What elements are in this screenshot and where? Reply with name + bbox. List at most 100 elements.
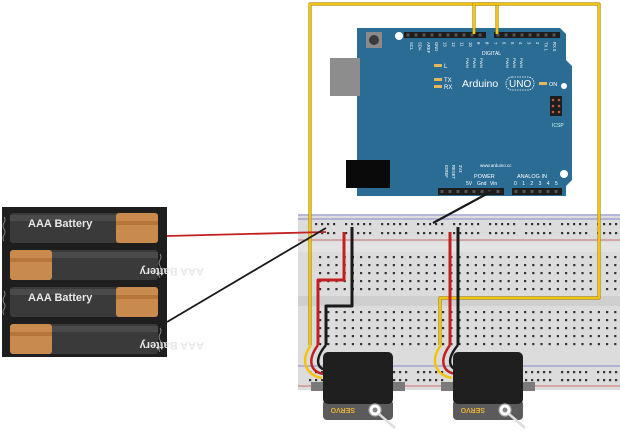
breadboard-hole bbox=[425, 319, 428, 322]
breadboard-hole bbox=[315, 223, 318, 226]
breadboard-hole bbox=[453, 232, 456, 235]
header-pin bbox=[528, 33, 532, 37]
breadboard-hole bbox=[409, 288, 412, 291]
breadboard-hole bbox=[409, 343, 412, 346]
breadboard-hole bbox=[363, 232, 366, 235]
breadboard-hole bbox=[442, 264, 445, 267]
breadboard-hole bbox=[548, 272, 551, 275]
breadboard-hole bbox=[442, 288, 445, 291]
arduino-gnd-wire[interactable] bbox=[432, 189, 495, 224]
breadboard-hole bbox=[343, 288, 346, 291]
breadboard-hole bbox=[409, 311, 412, 314]
breadboard-hole bbox=[466, 280, 469, 283]
breadboard-hole bbox=[615, 223, 618, 226]
mounting-hole bbox=[560, 170, 568, 178]
breadboard-hole bbox=[483, 264, 486, 267]
battery-label: AAA Battery bbox=[139, 339, 204, 351]
breadboard-hole bbox=[417, 272, 420, 275]
icsp-label: ICSP bbox=[552, 123, 564, 129]
breadboard-hole bbox=[565, 272, 568, 275]
top-pin-label: 8 bbox=[485, 42, 490, 45]
header-pin bbox=[552, 33, 556, 37]
breadboard-hole bbox=[614, 280, 617, 283]
breadboard-hole bbox=[465, 223, 468, 226]
top-pin-label: TX 1 bbox=[543, 42, 548, 52]
breadboard-hole bbox=[417, 288, 420, 291]
battery-positive-wire[interactable] bbox=[166, 231, 327, 237]
breadboard-hole bbox=[565, 343, 568, 346]
breadboard-hole bbox=[435, 379, 438, 382]
breadboard-hole bbox=[501, 223, 504, 226]
breadboard-hole bbox=[549, 371, 552, 374]
breadboard-hole bbox=[581, 319, 584, 322]
breadboard-hole bbox=[609, 379, 612, 382]
breadboard-hole bbox=[423, 223, 426, 226]
breadboard-hole bbox=[548, 319, 551, 322]
breadboard-hole bbox=[603, 379, 606, 382]
battery-spring bbox=[2, 290, 6, 316]
breadboard-hole bbox=[581, 280, 584, 283]
servo1-ground-wire[interactable] bbox=[324, 227, 354, 345]
breadboard-hole bbox=[540, 280, 543, 283]
breadboard-hole bbox=[399, 223, 402, 226]
breadboard-hole bbox=[573, 223, 576, 226]
breadboard-hole bbox=[384, 272, 387, 275]
breadboard-hole bbox=[363, 223, 366, 226]
breadboard-hole bbox=[606, 335, 609, 338]
breadboard-hole bbox=[532, 256, 535, 259]
breadboard-hole bbox=[425, 327, 428, 330]
power-pin-label: RESET bbox=[451, 165, 456, 179]
breadboard-hole bbox=[384, 319, 387, 322]
signal-wire-servo1[interactable] bbox=[309, 3, 498, 345]
breadboard-hole bbox=[319, 319, 322, 322]
breadboard-hole bbox=[442, 272, 445, 275]
breadboard-hole bbox=[429, 223, 432, 226]
breadboard-hole bbox=[548, 264, 551, 267]
breadboard-hole bbox=[614, 272, 617, 275]
breadboard-hole bbox=[327, 343, 330, 346]
signal-wire-servo2[interactable] bbox=[439, 3, 600, 345]
header-pin bbox=[422, 33, 426, 37]
battery-terminal-copper bbox=[116, 213, 158, 243]
breadboard-hole bbox=[465, 232, 468, 235]
breadboard-hole bbox=[369, 232, 372, 235]
breadboard-hole bbox=[474, 343, 477, 346]
breadboard-hole bbox=[565, 327, 568, 330]
breadboard-hole bbox=[459, 223, 462, 226]
breadboard-hole bbox=[441, 371, 444, 374]
breadboard-hole bbox=[435, 232, 438, 235]
breadboard-hole bbox=[319, 264, 322, 267]
breadboard-hole bbox=[368, 280, 371, 283]
breadboard-hole bbox=[433, 319, 436, 322]
breadboard-hole bbox=[433, 343, 436, 346]
breadboard-hole bbox=[384, 311, 387, 314]
breadboard-hole bbox=[556, 280, 559, 283]
breadboard-hole bbox=[614, 311, 617, 314]
header-pin bbox=[446, 33, 450, 37]
breadboard-hole bbox=[540, 256, 543, 259]
breadboard-hole bbox=[393, 223, 396, 226]
breadboard-hole bbox=[567, 232, 570, 235]
breadboard-hole bbox=[491, 264, 494, 267]
breadboard-hole bbox=[606, 264, 609, 267]
breadboard-hole bbox=[603, 371, 606, 374]
breadboard-hole bbox=[417, 223, 420, 226]
header-pin bbox=[462, 33, 466, 37]
header-pin bbox=[480, 190, 484, 193]
breadboard-hole bbox=[425, 288, 428, 291]
breadboard-hole bbox=[319, 288, 322, 291]
top-pin-label: 12 bbox=[451, 42, 456, 47]
header-pin bbox=[496, 190, 500, 193]
header-pin bbox=[414, 33, 418, 37]
servo1-power-wire[interactable] bbox=[316, 232, 346, 345]
breadboard-hole bbox=[513, 232, 516, 235]
breadboard-hole bbox=[417, 379, 420, 382]
breadboard-hole bbox=[483, 288, 486, 291]
breadboard-hole bbox=[525, 379, 528, 382]
breadboard-hole bbox=[525, 232, 528, 235]
breadboard-hole bbox=[491, 256, 494, 259]
breadboard-hole bbox=[417, 335, 420, 338]
breadboard-hole bbox=[319, 311, 322, 314]
battery-negative-wire[interactable] bbox=[166, 227, 327, 323]
breadboard-hole bbox=[459, 232, 462, 235]
